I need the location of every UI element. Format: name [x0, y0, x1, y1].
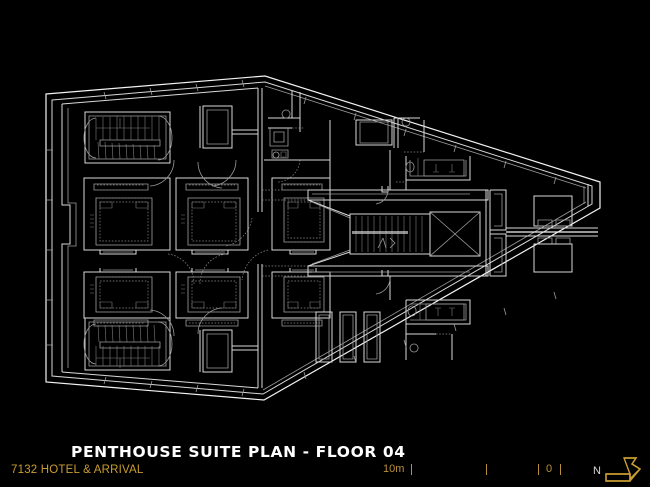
- suite-bedroom-lower-3: [271, 268, 331, 327]
- stairwell-northwest: [83, 111, 173, 164]
- project-label: 7132 HOTEL & ARRIVAL: [11, 464, 144, 476]
- scale-bar: 10m 0: [383, 463, 563, 479]
- scale-max-label: 10m: [383, 463, 405, 475]
- scale-min-label: 0: [546, 463, 553, 475]
- service-room-south: [199, 329, 258, 373]
- interior-shell: [61, 87, 263, 389]
- suite-bedroom-upper-1: [83, 177, 171, 255]
- stairwell-southwest: [83, 317, 173, 371]
- suite-bedroom-lower-2: [175, 268, 249, 327]
- scale-tick-near-end: [538, 464, 539, 475]
- service-zone-south: [315, 270, 471, 363]
- building-envelope: [45, 75, 601, 401]
- page-title: PENTHOUSE SUITE PLAN - FLOOR 04: [71, 443, 406, 461]
- north-indicator: N: [593, 457, 643, 485]
- north-label: N: [593, 465, 601, 477]
- facade-mullions: [46, 79, 557, 397]
- suite-bedroom-upper-3: [271, 177, 331, 255]
- caption-block: PENTHOUSE SUITE PLAN - FLOOR 04 7132 HOT…: [0, 435, 650, 487]
- central-core: [262, 189, 507, 277]
- door-swing-arcs: [149, 159, 301, 337]
- service-room-north: [199, 105, 258, 149]
- suite-bedroom-upper-2: [175, 177, 249, 255]
- scale-tick-mid: [486, 464, 487, 475]
- north-arrow-icon: [605, 457, 642, 482]
- service-zone-north: [264, 90, 471, 205]
- suite-bedroom-lower-1b: [83, 268, 171, 327]
- scale-tick-start: [411, 464, 412, 475]
- scale-tick-end: [560, 464, 561, 475]
- lounge-tip-furniture: [506, 184, 598, 273]
